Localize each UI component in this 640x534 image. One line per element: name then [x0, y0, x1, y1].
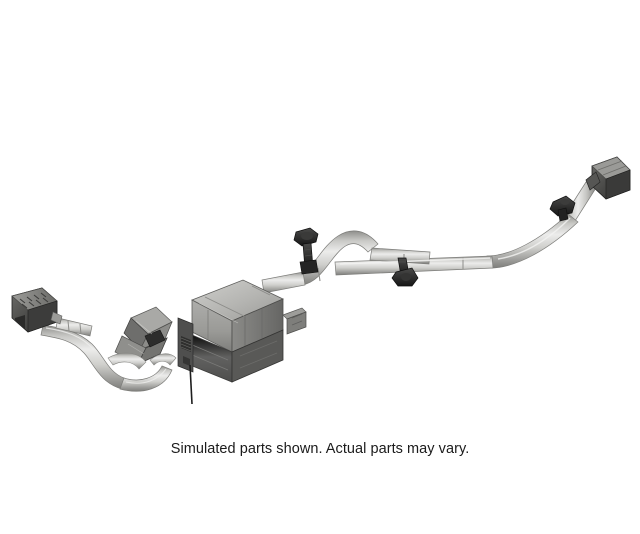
left-connector-nipple [50, 311, 63, 325]
angled-connector-pair [114, 306, 173, 365]
bracket-left [293, 227, 319, 275]
left-hose-loop [40, 317, 177, 392]
disclaimer-caption: Simulated parts shown. Actual parts may … [170, 441, 470, 457]
module-ground-pin [189, 364, 193, 405]
control-module [177, 279, 307, 405]
main-tube [261, 181, 597, 294]
assembly-illustration [11, 156, 631, 405]
product-figure [11, 156, 631, 405]
bracket-far-right [549, 195, 576, 222]
caption-row: Simulated parts shown. Actual parts may … [0, 440, 640, 458]
right-connector-block [585, 156, 631, 200]
left-connector-block [11, 287, 58, 333]
bracket-right [391, 257, 419, 287]
